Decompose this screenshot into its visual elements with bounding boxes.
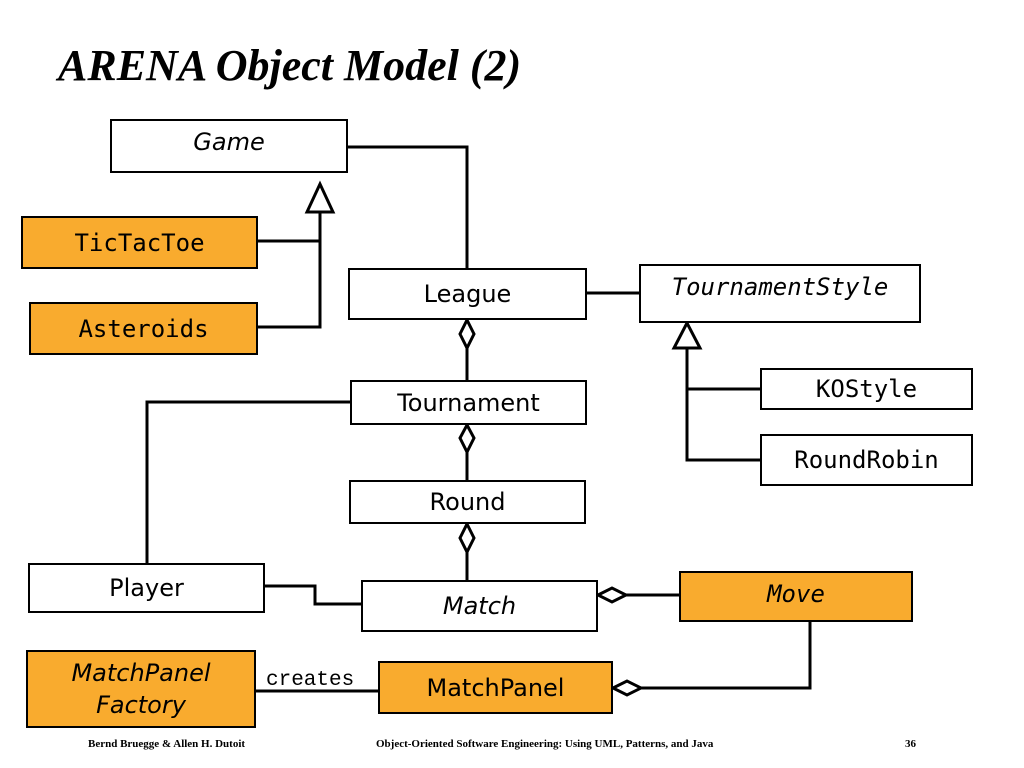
footer-book-title: Object-Oriented Software Engineering: Us… <box>376 738 714 750</box>
aggregation-match-move-diamond <box>594 586 630 604</box>
generalization-game-triangle <box>304 180 336 214</box>
class-tournament: Tournament <box>350 380 587 425</box>
association-game-league <box>348 145 469 268</box>
generalization-game-line <box>258 212 322 329</box>
class-round-label: Round <box>429 488 506 516</box>
aggregation-matchpanel-move-line <box>641 622 812 690</box>
class-matchpanelfactory: MatchPanel Factory <box>26 650 256 728</box>
aggregation-matchpanel-move-diamond <box>609 679 645 697</box>
class-player-label: Player <box>109 574 184 602</box>
class-move: Move <box>679 571 913 622</box>
class-tournament-label: Tournament <box>397 388 540 417</box>
class-match: Match <box>361 580 598 632</box>
class-tictactoe-label: TicTacToe <box>74 228 205 257</box>
class-league: League <box>348 268 587 320</box>
class-matchpanelfactory-label-line1: MatchPanel <box>71 659 211 687</box>
class-matchpanel: MatchPanel <box>378 661 613 714</box>
class-match-label: Match <box>442 592 517 620</box>
aggregation-round-match-diamond <box>458 520 476 556</box>
class-matchpanelfactory-label-line2: Factory <box>96 691 186 719</box>
footer-page-number: 36 <box>905 738 916 750</box>
class-matchpanel-label: MatchPanel <box>426 673 565 702</box>
class-asteroids-label: Asteroids <box>78 314 209 343</box>
aggregation-league-tournament-diamond <box>458 316 476 352</box>
class-roundrobin: RoundRobin <box>760 434 973 486</box>
class-tictactoe: TicTacToe <box>21 216 258 269</box>
footer-authors: Bernd Bruegge & Allen H. Dutoit <box>88 738 246 750</box>
class-tournamentstyle: TournamentStyle <box>639 264 921 323</box>
generalization-style-line <box>685 348 760 462</box>
association-player-match <box>265 584 361 606</box>
class-roundrobin-label: RoundRobin <box>794 446 939 474</box>
class-kostyle-label: KOStyle <box>815 375 918 403</box>
class-tournamentstyle-label: TournamentStyle <box>671 273 889 301</box>
class-asteroids: Asteroids <box>29 302 258 355</box>
class-round: Round <box>349 480 586 524</box>
dependency-label: creates <box>266 669 355 692</box>
class-game-label: Game <box>193 128 265 156</box>
association-tournament-player <box>145 400 350 563</box>
class-kostyle: KOStyle <box>760 368 973 410</box>
class-move-label: Move <box>767 580 825 608</box>
class-player: Player <box>28 563 265 613</box>
class-league-label: League <box>423 280 512 308</box>
slide-title: ARENA Object Model (2) <box>58 41 522 90</box>
generalization-style-triangle <box>671 319 703 350</box>
aggregation-tournament-round-diamond <box>458 421 476 456</box>
class-game: Game <box>110 119 348 173</box>
